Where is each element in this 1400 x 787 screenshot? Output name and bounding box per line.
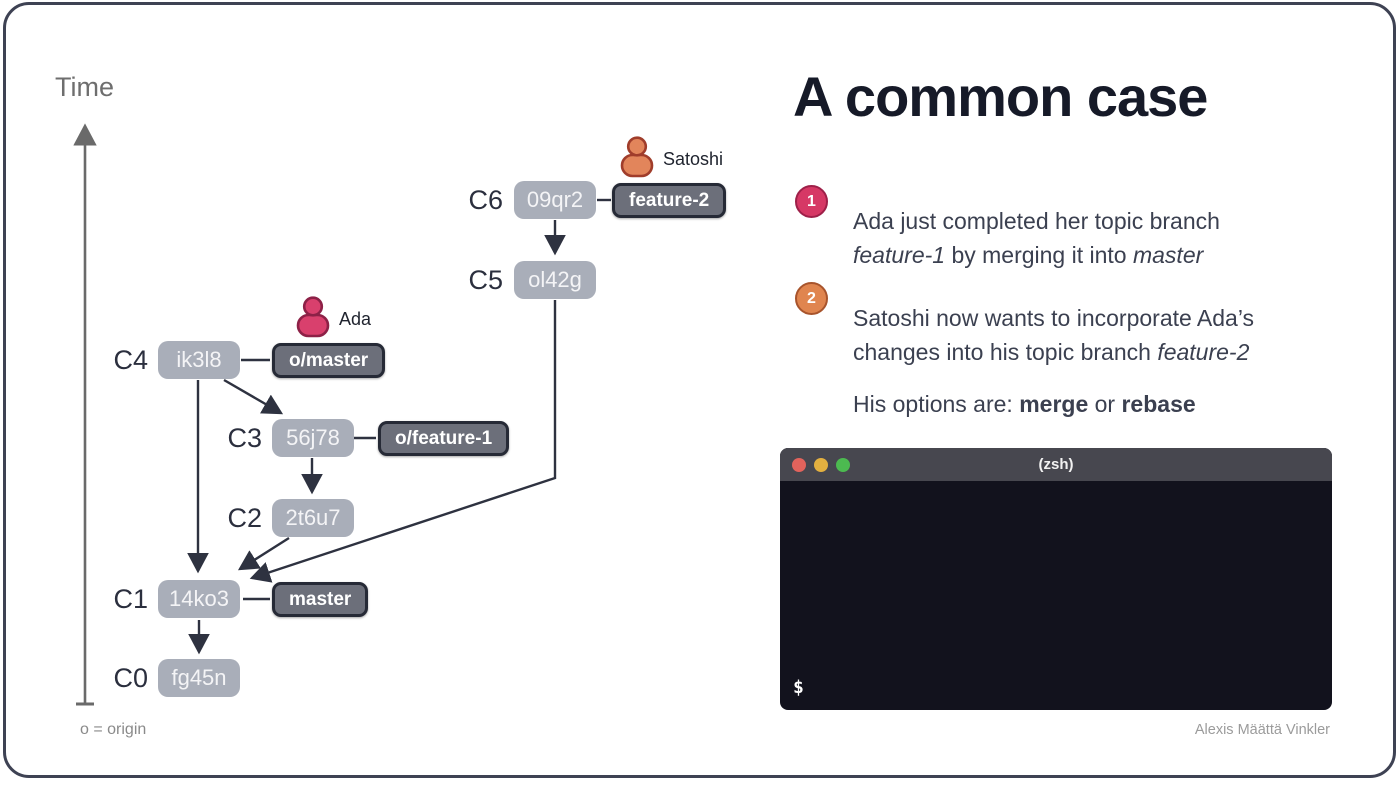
attribution: Alexis Määttä Vinkler: [1194, 722, 1330, 738]
point-1-badge: 1: [795, 185, 828, 218]
terminal-window: (zsh) $: [780, 448, 1332, 710]
origin-note: o = origin: [80, 721, 147, 738]
point-2-badge: 2: [795, 282, 828, 315]
terminal-title: (zsh): [1038, 456, 1074, 473]
satoshi-avatar-name: Satoshi: [663, 149, 724, 169]
branch-label-feature-2: feature-2: [612, 183, 727, 218]
minimize-window-icon: [814, 457, 828, 472]
commit-node-c3: 56j78: [272, 419, 354, 457]
commit-label-c3: C3: [227, 423, 262, 453]
ada-avatar-name: Ada: [339, 309, 372, 329]
commit-label-c5: C5: [468, 265, 503, 295]
branch-label-o-master: o/master: [272, 343, 386, 378]
terminal-prompt: $: [793, 677, 804, 698]
commit-label-c6: C6: [468, 185, 503, 215]
commit-label-c4: C4: [113, 345, 148, 375]
page-title: A common case: [793, 65, 1208, 128]
ada-avatar-icon: [293, 294, 333, 343]
branch-label-o-feature-1: o/feature-1: [378, 421, 510, 456]
commit-node-c5: ol42g: [514, 261, 596, 299]
maximize-window-icon: [836, 457, 850, 472]
commit-label-c2: C2: [227, 503, 262, 533]
close-window-icon: [792, 457, 806, 472]
satoshi-avatar-icon: [617, 134, 657, 183]
commit-node-c4: ik3l8: [158, 341, 240, 379]
terminal-body: $: [780, 481, 1332, 710]
commit-node-c6: 09qr2: [514, 181, 596, 219]
options-line: His options are: merge or rebase: [853, 391, 1196, 417]
commit-label-c0: C0: [113, 663, 148, 693]
branch-label-master: master: [272, 582, 369, 617]
commit-node-c2: 2t6u7: [272, 499, 354, 537]
commit-node-c0: fg45n: [158, 659, 240, 697]
terminal-titlebar: (zsh): [780, 448, 1332, 481]
commit-label-c1: C1: [113, 584, 148, 614]
time-axis-label: Time: [55, 72, 114, 102]
commit-node-c1: 14ko3: [158, 580, 240, 618]
